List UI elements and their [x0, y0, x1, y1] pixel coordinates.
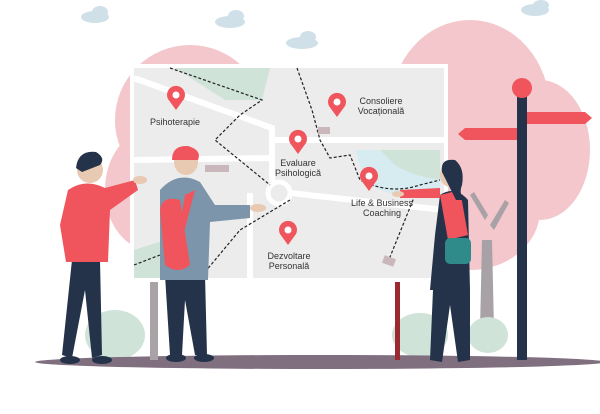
label-consoliere-line1[interactable]: Consoliere [359, 96, 402, 106]
label-coaching-line2[interactable]: Coaching [363, 208, 401, 218]
label-dezvoltare-line1[interactable]: Dezvoltare [267, 251, 310, 261]
label-evaluare-line1[interactable]: Evaluare [280, 158, 316, 168]
person-blue-jacket [160, 145, 266, 362]
label-consoliere-line2[interactable]: Vocațională [358, 106, 405, 116]
label-coaching-line1[interactable]: Life & Business [351, 198, 414, 208]
person-red-sweater [60, 151, 147, 364]
board-leg [395, 280, 400, 360]
tree-trunk [470, 192, 509, 330]
map-pin-icon[interactable] [167, 85, 185, 110]
signpost [458, 78, 592, 360]
map-pin-icon[interactable] [328, 92, 346, 117]
cloud-icon [81, 0, 549, 49]
board-leg [150, 280, 158, 360]
map-pin-icon[interactable] [360, 166, 378, 191]
label-evaluare-line2[interactable]: Psihologică [275, 168, 321, 178]
label-dezvoltare-line2[interactable]: Personală [269, 261, 310, 271]
map-pin-icon[interactable] [289, 129, 307, 154]
person-woman-with-bag [392, 159, 471, 362]
map-pin-icon[interactable] [279, 220, 297, 245]
ground-shadow [35, 355, 600, 369]
label-psihoterapie[interactable]: Psihoterapie [150, 117, 200, 127]
